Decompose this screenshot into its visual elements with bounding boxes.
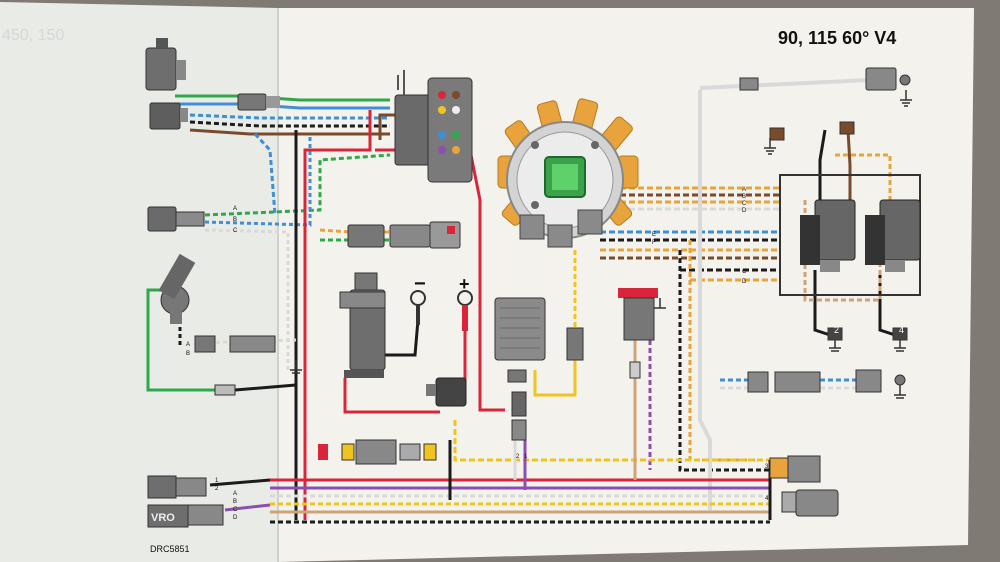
- pin-bottom-d: D: [233, 515, 238, 521]
- pin-right-4: 4: [765, 496, 769, 502]
- yellow-plug: [566, 327, 584, 361]
- plug-right-mid: [747, 369, 906, 393]
- wire-black-left: [209, 478, 271, 487]
- pin-c2: C: [742, 269, 747, 275]
- pin-f: F: [652, 240, 656, 246]
- plug-top-right: [739, 67, 911, 91]
- pin-right-3: 3: [765, 464, 769, 470]
- fuse-small: [214, 384, 236, 396]
- wire-coil4: [813, 270, 831, 337]
- plug-left-mid: [147, 206, 205, 232]
- pin-pack-2: 2: [516, 454, 520, 460]
- pin-left-a: A: [233, 206, 237, 212]
- pin-d2: D: [742, 279, 747, 285]
- wire-blue-white: [189, 113, 390, 120]
- pin-letters: A B C D C D A B C A B A B C D 1 2 2 1 E …: [186, 187, 769, 521]
- pin-c: C: [742, 201, 747, 207]
- wire-black-drop: [678, 250, 770, 472]
- wire-white-drop-right: [698, 90, 712, 510]
- pin-e: E: [652, 232, 656, 238]
- wire-brown-top: [189, 128, 390, 136]
- wire-yellow-bottom: [453, 420, 770, 462]
- document-code: DRC5851: [150, 544, 190, 554]
- wire-blue-drop: [253, 132, 277, 216]
- ground-symbols: [290, 90, 912, 399]
- plug-bottom-right: [769, 455, 839, 517]
- pin-left-c: C: [233, 228, 238, 234]
- ignition-coils: [769, 121, 921, 341]
- connector-mid-left: [347, 221, 461, 249]
- pin-key-b: B: [186, 351, 190, 357]
- pin-bottom-1: 1: [215, 478, 219, 484]
- wire-green-white: [204, 153, 391, 217]
- pin-pack-1: 1: [524, 454, 528, 460]
- battery-negative: −: [410, 273, 426, 325]
- wire-coil1: [818, 129, 827, 215]
- left-page: [0, 2, 278, 562]
- starter-motor: [339, 272, 386, 378]
- pin-d: D: [742, 208, 747, 214]
- pin-b: B: [742, 194, 746, 200]
- key-connector: [194, 335, 276, 353]
- power-pack: [494, 297, 546, 441]
- wire-blue-mid: [204, 135, 312, 227]
- plug-top-left: [237, 93, 280, 111]
- pin-bottom-c: C: [233, 507, 238, 513]
- pin-a: A: [742, 187, 746, 193]
- pin-bottom-2: 2: [215, 486, 219, 492]
- temperature-switch: [618, 288, 658, 379]
- pin-bottom-b: B: [233, 499, 237, 505]
- wire-brown-rect: [378, 113, 395, 140]
- plug-bottom-left: VRO: [147, 475, 224, 528]
- wire-black-ground: [385, 319, 420, 357]
- wire-red-trunk: [303, 110, 372, 520]
- wire-coil3: [835, 153, 892, 210]
- rectifier: [394, 70, 473, 183]
- wire-white-top-right: [699, 78, 871, 90]
- stator: [497, 98, 639, 248]
- positive-symbol: +: [459, 274, 470, 294]
- battery-positive: +: [457, 274, 473, 331]
- pin-left-b: B: [233, 217, 237, 223]
- wire-yellow-loop: [533, 360, 577, 397]
- wire-red-starter: [343, 378, 440, 414]
- wire-coil2: [846, 129, 852, 215]
- wire-key-black: [234, 383, 297, 392]
- wire-green-key: [146, 288, 230, 392]
- wire-white-drop: [204, 228, 290, 370]
- ignition-key-switch: [158, 253, 196, 324]
- pin-key-a: A: [186, 342, 190, 348]
- pin-bottom-a: A: [233, 491, 237, 497]
- diagram-title: 90, 115 60° V4: [778, 28, 896, 48]
- tilt-motor: [145, 38, 186, 91]
- negative-symbol: −: [414, 273, 426, 295]
- coil-label-4: 4: [899, 325, 904, 335]
- wire-purple-left: [224, 503, 271, 512]
- coil-label-2: 2: [834, 325, 839, 335]
- ghost-text: 450, 150: [2, 27, 64, 44]
- fuse-holder: [318, 439, 437, 465]
- vro-label: VRO: [151, 512, 175, 524]
- relay-switch: [149, 102, 188, 130]
- wire-black-white: [189, 120, 390, 128]
- starter-solenoid: [426, 377, 467, 407]
